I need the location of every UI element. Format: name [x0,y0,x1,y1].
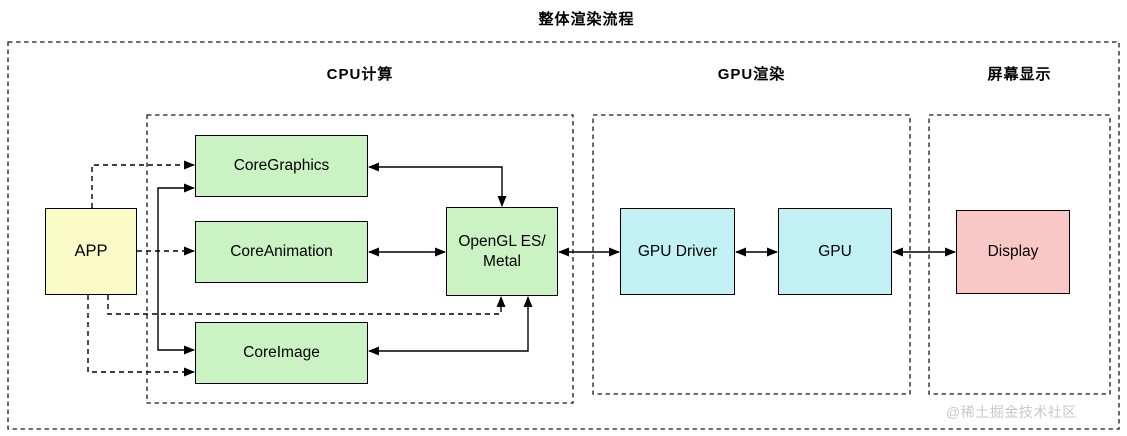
node-coreimage-label: CoreImage [243,344,320,362]
screen-region-label: 屏幕显示 [987,66,1052,83]
node-gpu-driver-label: GPU Driver [637,242,718,260]
edge-coreimage-opengl [368,296,533,356]
cpu-region-border [146,114,574,404]
gpu-region-label: GPU渲染 [717,66,786,83]
node-app: APP [45,208,137,295]
watermark-text: @稀土掘金技术社区 [946,404,1077,420]
node-display-label: Display [987,243,1039,261]
cpu-region-label: CPU计算 [326,66,394,83]
node-coregraphics: CoreGraphics [195,135,368,197]
node-gpu: GPU [778,208,892,295]
node-display: Display [956,210,1070,294]
node-coreimage: CoreImage [195,322,368,384]
node-gpu-driver: GPU Driver [620,208,735,295]
edge-coregraphics-opengl [368,162,507,207]
diagram-title: 整体渲染流程 [538,11,635,28]
edge-app-opengl [107,295,506,315]
node-coreanimation-label: CoreAnimation [230,243,333,261]
outer-region-border [7,41,1120,430]
node-opengl-es-metal: OpenGL ES/ Metal [446,207,558,296]
node-coregraphics-label: CoreGraphics [233,157,330,175]
edge-app-coreimage [87,295,195,377]
node-coreanimation: CoreAnimation [195,221,368,283]
node-opengl-label-line2: Metal [483,252,521,270]
edge-coregraphics-coreimage [157,183,195,355]
node-opengl-label-line1: OpenGL ES/ [458,233,546,251]
node-gpu-label: GPU [818,242,852,260]
node-app-label: APP [74,242,108,261]
edge-app-coregraphics [91,160,195,208]
